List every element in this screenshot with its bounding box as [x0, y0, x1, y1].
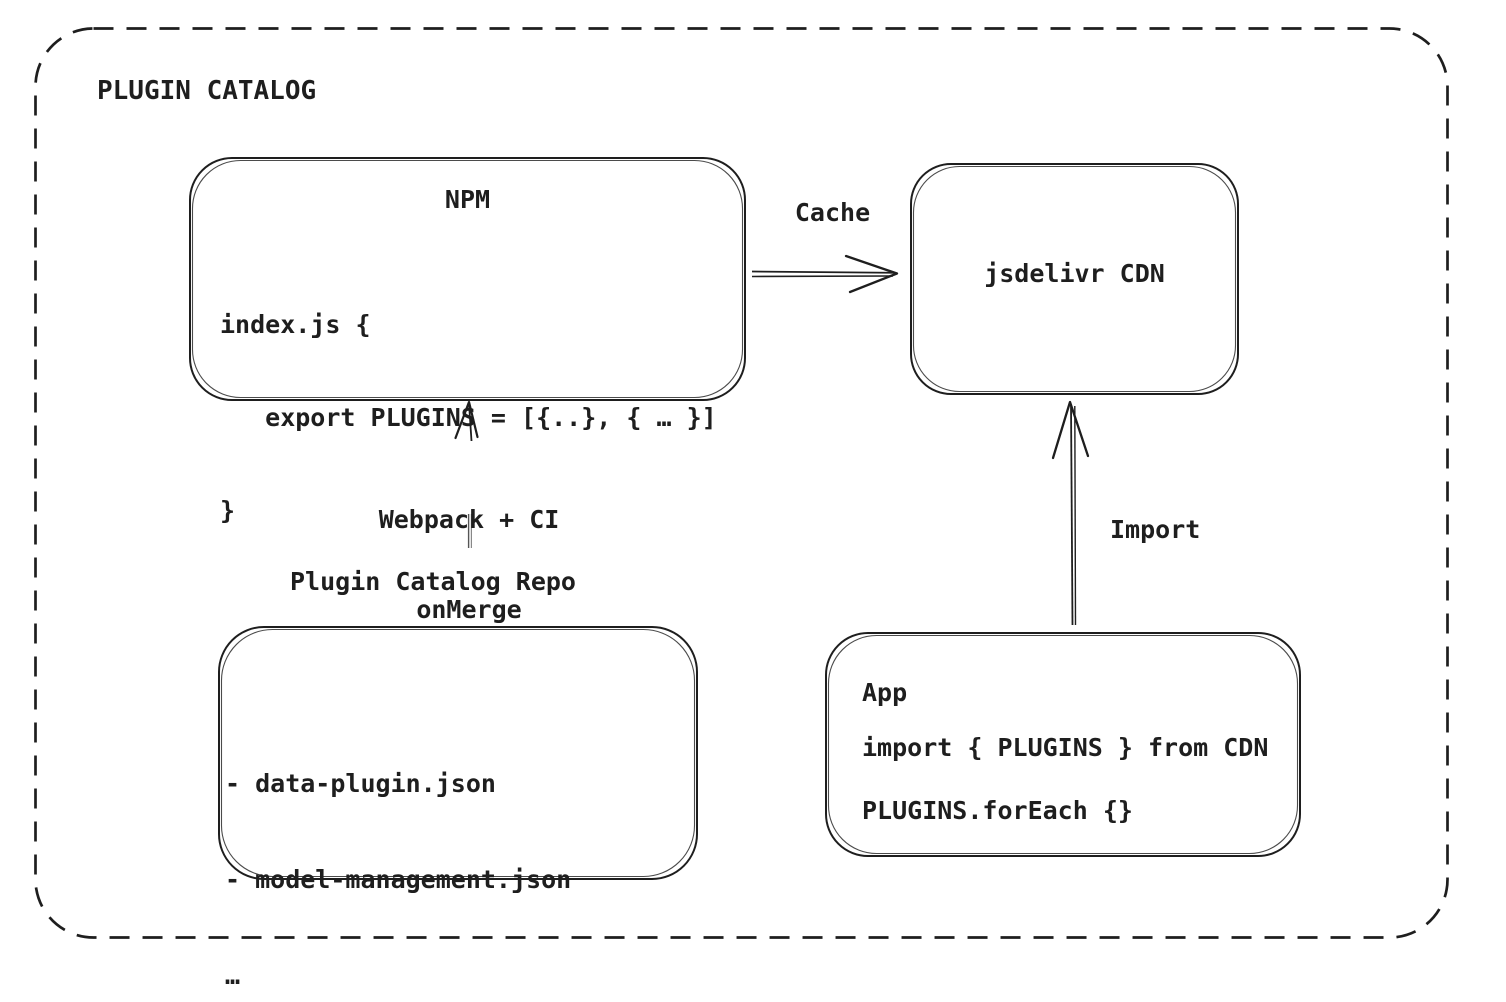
build-edge-label-line1: Webpack + CI: [378, 505, 560, 534]
cache-arrow: [751, 254, 899, 294]
repo-box: [218, 626, 698, 880]
repo-file-item: - data-plugin.json: [225, 769, 496, 798]
app-code-line: PLUGINS.forEach {}: [862, 796, 1133, 825]
app-box: [825, 632, 1301, 857]
cdn-node-label: jsdelivr CDN: [984, 259, 1165, 288]
app-box-sketch-stroke: [827, 634, 1299, 855]
repo-file-list: - data-plugin.json - model-management.js…: [225, 704, 571, 1002]
build-edge-label-line2: onMerge: [416, 595, 522, 624]
repo-node-title: Plugin Catalog Repo: [290, 567, 576, 596]
npm-node-title: NPM: [444, 185, 491, 214]
npm-box: [189, 157, 746, 401]
app-code-line: import { PLUGINS } from CDN: [862, 733, 1269, 762]
npm-code-block: index.js { export PLUGINS = [{..}, { … }…: [220, 247, 717, 588]
cache-edge-label: Cache: [794, 198, 871, 227]
catalog-boundary-dashed-box: [34, 27, 1449, 939]
import-arrow: [1051, 400, 1090, 626]
repo-box-sketch-stroke: [220, 628, 696, 878]
build-arrow: [454, 400, 479, 548]
npm-code-line: index.js {: [220, 310, 371, 339]
repo-file-item: …: [225, 961, 241, 990]
npm-code-line: }: [220, 496, 236, 525]
diagram-title: PLUGIN CATALOG: [97, 76, 317, 106]
import-edge-label: Import: [1110, 515, 1201, 544]
npm-code-line: export PLUGINS = [{..}, { … }]: [220, 403, 717, 432]
repo-file-item: - model-management.json: [225, 865, 572, 894]
cdn-box-sketch-stroke: [912, 165, 1237, 393]
build-edge-label: Webpack + CI onMerge: [349, 445, 589, 685]
app-node-title: App: [862, 678, 908, 707]
npm-box-sketch-stroke: [191, 159, 744, 399]
cdn-box: [910, 163, 1239, 395]
